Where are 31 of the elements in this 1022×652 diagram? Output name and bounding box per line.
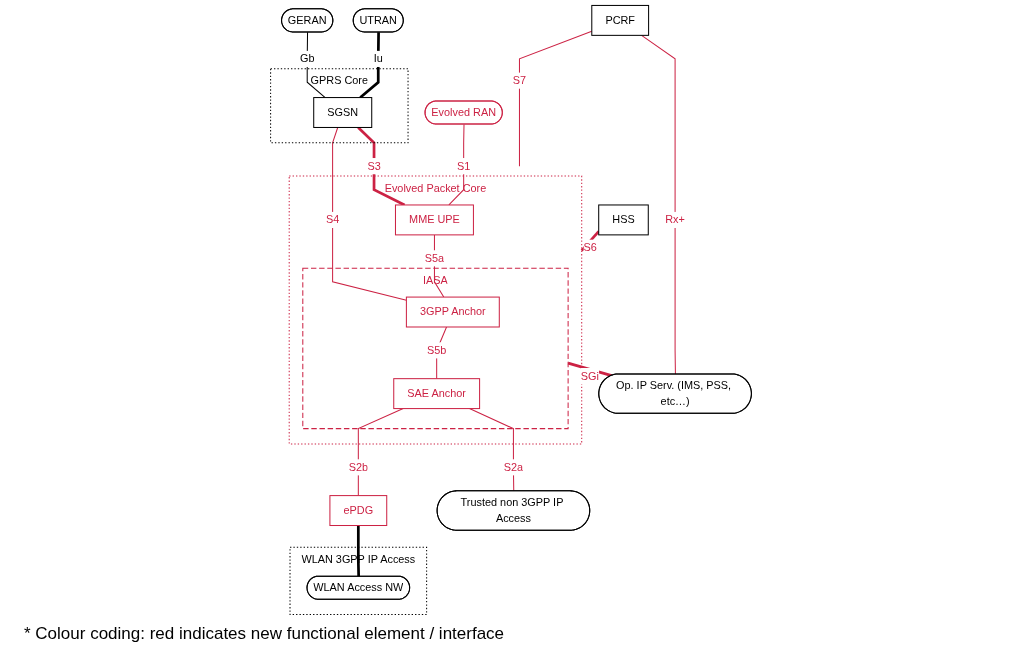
- node-box: SAE Anchor: [393, 378, 481, 410]
- node-box: HSS: [598, 204, 649, 236]
- connector: [356, 525, 360, 577]
- edge-label: S3: [367, 160, 381, 172]
- connector: [641, 34, 676, 375]
- connector: [357, 408, 404, 497]
- node-box: MME UPE: [394, 204, 474, 236]
- edge-label: S1: [457, 160, 471, 172]
- edge-label: S5a: [424, 252, 445, 264]
- connector: [436, 326, 448, 380]
- edge-label: S7: [512, 74, 527, 87]
- caption: * Colour coding: red indicates new functional element / interface: [23, 623, 506, 645]
- connector: [359, 32, 380, 99]
- edge-label: Iu: [373, 52, 383, 65]
- edge-label: Gb: [299, 52, 315, 65]
- node-box: PCRF: [591, 4, 650, 36]
- connector: [332, 126, 407, 301]
- edge-label: S2b: [348, 461, 368, 473]
- edge-label: S2a: [503, 461, 524, 473]
- edge-label: SGi: [580, 370, 599, 382]
- connector: [433, 234, 445, 298]
- node-box: 3GPP Anchor: [405, 296, 500, 328]
- connector: [567, 361, 613, 377]
- edge-label: S4: [325, 213, 340, 226]
- edge-label: S5b: [427, 344, 447, 356]
- edge-label: Rx+: [665, 213, 685, 226]
- connector: [580, 230, 600, 252]
- node-box: SGSN: [313, 97, 373, 128]
- edge-label: S6: [583, 241, 597, 254]
- node-box: ePDG: [329, 495, 388, 526]
- connector: [468, 408, 515, 492]
